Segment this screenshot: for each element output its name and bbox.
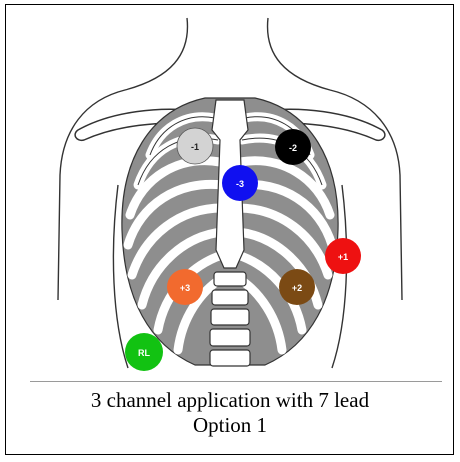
electrode-neg3: -3 bbox=[222, 165, 258, 201]
electrode-neg2: -2 bbox=[275, 129, 311, 165]
caption-line-1: 3 channel application with 7 lead bbox=[0, 388, 460, 413]
electrode-neg3-label: -3 bbox=[236, 179, 244, 189]
electrode-neg2-label: -2 bbox=[289, 143, 297, 153]
figure-caption: 3 channel application with 7 lead Option… bbox=[0, 388, 460, 438]
caption-line-2: Option 1 bbox=[0, 413, 460, 438]
electrode-pos1-label: +1 bbox=[338, 252, 348, 262]
electrode-neg1-label: -1 bbox=[191, 142, 199, 152]
electrode-rl: RL bbox=[125, 333, 163, 371]
spine bbox=[210, 272, 250, 366]
electrode-rl-label: RL bbox=[138, 348, 150, 358]
electrode-pos2: +2 bbox=[279, 269, 315, 305]
electrode-pos1: +1 bbox=[325, 238, 361, 274]
electrode-pos2-label: +2 bbox=[292, 283, 302, 293]
electrode-neg1: -1 bbox=[177, 128, 213, 164]
electrode-pos3-label: +3 bbox=[180, 283, 190, 293]
electrode-pos3: +3 bbox=[167, 269, 203, 305]
caption-divider bbox=[30, 381, 442, 382]
